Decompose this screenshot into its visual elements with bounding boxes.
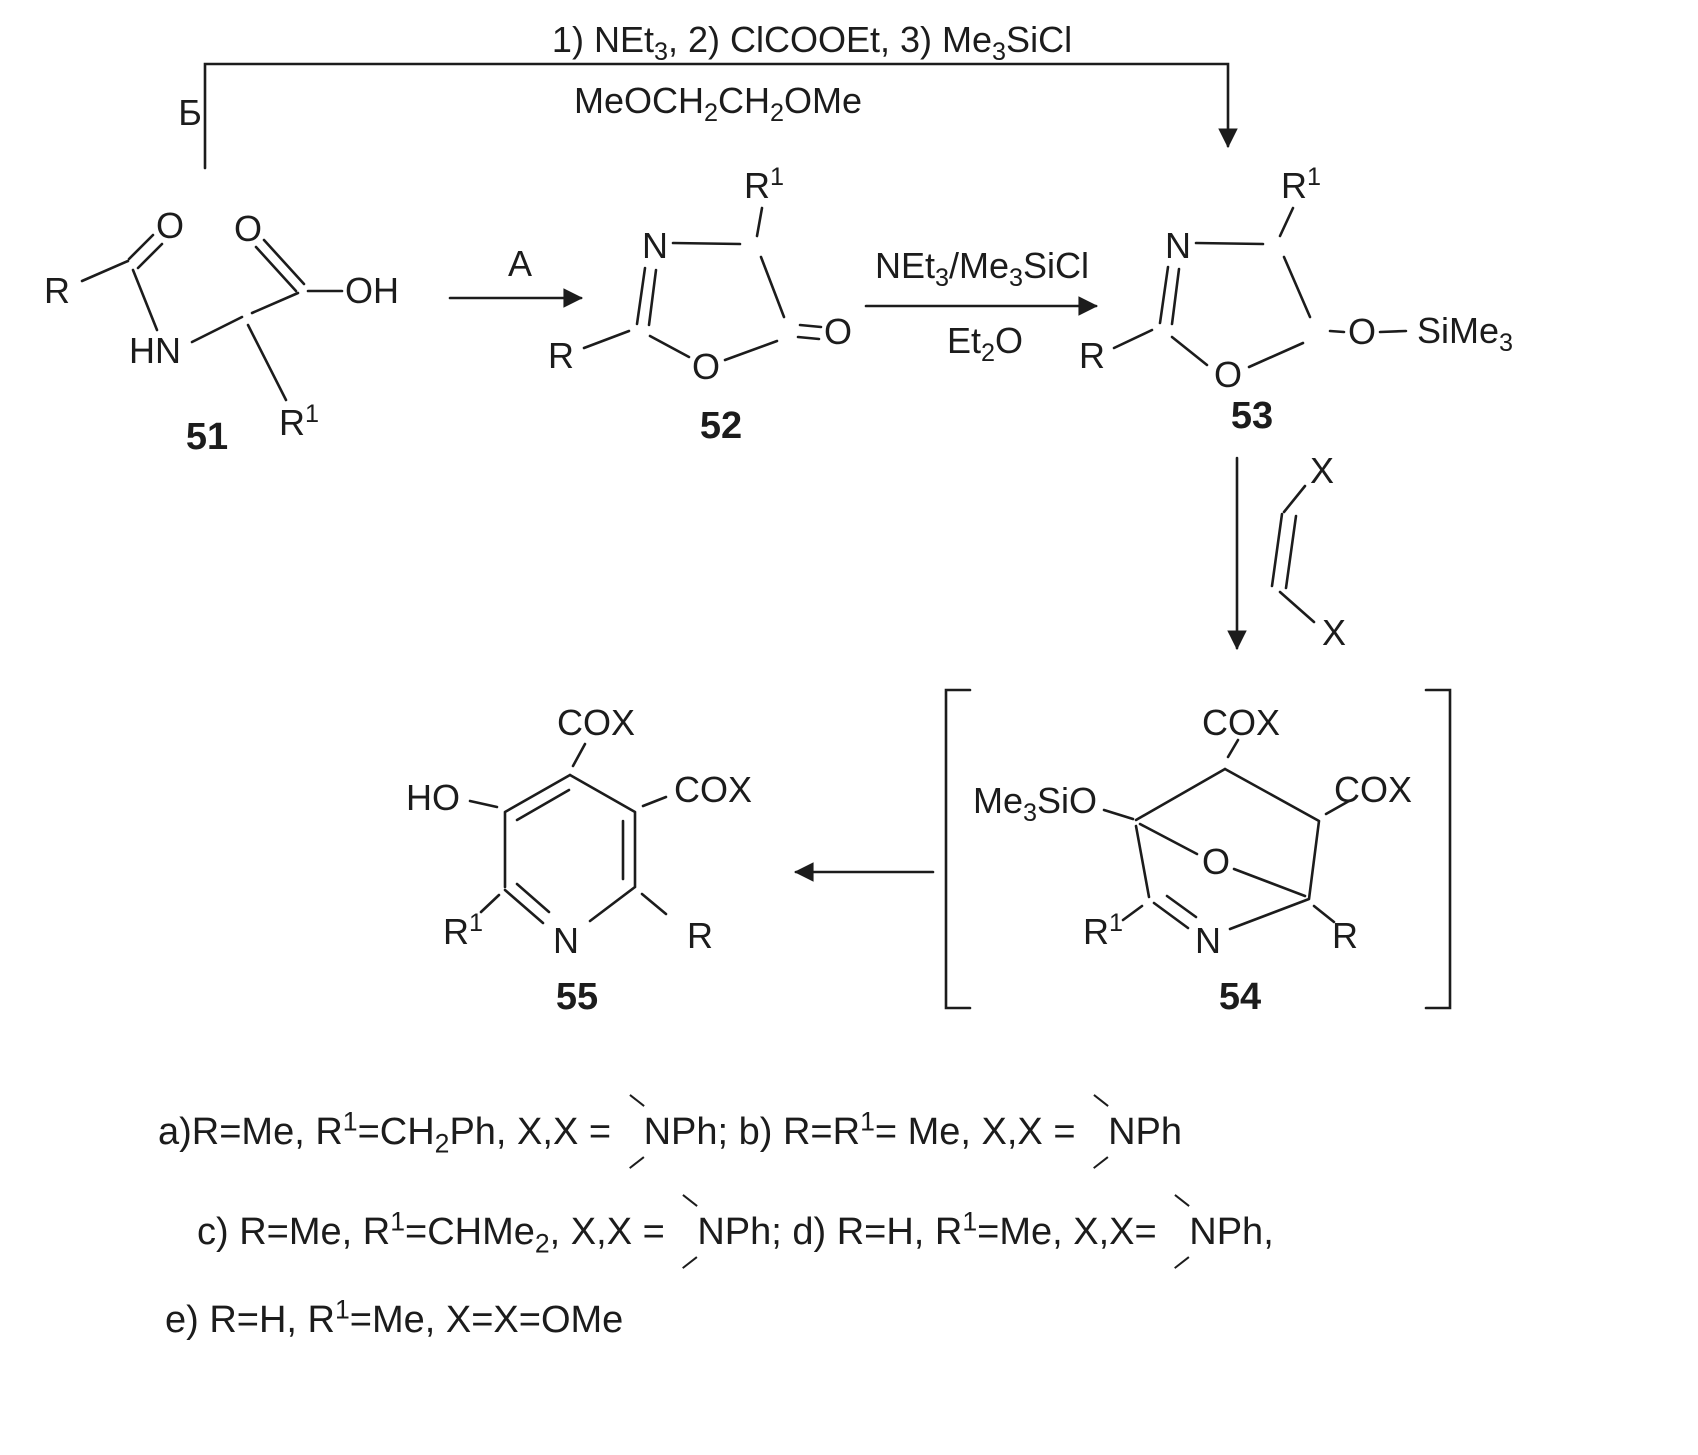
atom-label-r: R [548, 335, 574, 376]
atom-label-x: X [1321, 612, 1347, 653]
compound-53-double-bonds [1158, 265, 1181, 326]
compound-52-double-bonds [635, 266, 823, 341]
top-conditions-line1: 1) NEt3, 2) ClCOOEt, 3) Me3SiCl [551, 19, 1073, 67]
dienophile-double-bond [1270, 512, 1298, 590]
group-label-ho: HO [406, 777, 460, 818]
compound-number-51: 51 [185, 416, 229, 458]
silylation-conditions-line2: Et2O [946, 320, 1024, 368]
compound-number-54: 54 [1218, 976, 1262, 1018]
atom-label-o: O [1347, 311, 1377, 352]
step-a-label: A [507, 243, 533, 284]
atom-label-r1: R1 [442, 909, 484, 952]
atom-label-r1: R1 [743, 163, 785, 206]
compound-52-bonds [582, 206, 786, 362]
group-label-cox: COX [556, 702, 636, 743]
footnote-line-ab: a)R=Me, R1=CH2Ph, X,X = NPh; b) R=R1= Me… [158, 1106, 1183, 1159]
atom-label-hn: HN [129, 330, 181, 371]
atom-label-n: N [553, 920, 579, 961]
atom-label-r: R [687, 915, 713, 956]
compound-54-double-bonds [1152, 894, 1198, 930]
atom-label-n: N [1195, 920, 1221, 961]
atom-label-o: O [691, 346, 721, 387]
atom-label-r: R [1079, 335, 1105, 376]
atom-label-r1: R1 [278, 400, 320, 443]
footnote-line-e: e) R=H, R1=Me, X=X=OMe [165, 1294, 624, 1341]
compound-51-double-bonds [127, 233, 306, 293]
compound-54-bonds [1102, 738, 1351, 931]
atom-label-o: O [233, 208, 263, 249]
atom-label-o: O [1201, 841, 1231, 882]
atom-label-r: R [44, 270, 70, 311]
compound-51-bonds [80, 259, 344, 402]
compound-53-bonds [1112, 206, 1408, 369]
branch-label-b: Б [178, 92, 202, 133]
atom-label-oh: OH [345, 270, 399, 311]
atom-label-o: O [1213, 354, 1243, 395]
group-label-cox: COX [1201, 702, 1281, 743]
atom-label-o: O [155, 205, 185, 246]
atom-label-x: X [1309, 450, 1335, 491]
silylation-conditions-line1: NEt3/Me3SiCl [874, 245, 1090, 293]
compound-number-55: 55 [555, 976, 599, 1018]
compound-55-double-bonds [515, 788, 625, 914]
dienophile-bonds [1278, 484, 1316, 624]
arrow-top-route [203, 62, 1238, 170]
group-label-cox: COX [1333, 769, 1413, 810]
footnote-line-cd: c) R=Me, R1=CHMe2, X,X = NPh; d) R=H, R1… [197, 1206, 1274, 1259]
bracket-right [1424, 688, 1452, 1010]
top-conditions-line2: MeOCH2CH2OMe [573, 80, 863, 128]
group-label-me3sio: Me3SiO [972, 780, 1098, 828]
compound-55-bonds [468, 742, 668, 925]
atom-label-n: N [642, 225, 668, 266]
atom-label-r: R [1332, 915, 1358, 956]
group-label-sime3: SiMe3 [1416, 310, 1514, 358]
atom-label-r1: R1 [1082, 909, 1124, 952]
bracket-left [944, 688, 972, 1010]
group-label-cox: COX [673, 769, 753, 810]
atom-label-o: O [823, 311, 853, 352]
atom-label-r1: R1 [1280, 163, 1322, 206]
compound-number-53: 53 [1230, 395, 1274, 437]
atom-label-n: N [1165, 225, 1191, 266]
compound-number-52: 52 [699, 405, 743, 447]
